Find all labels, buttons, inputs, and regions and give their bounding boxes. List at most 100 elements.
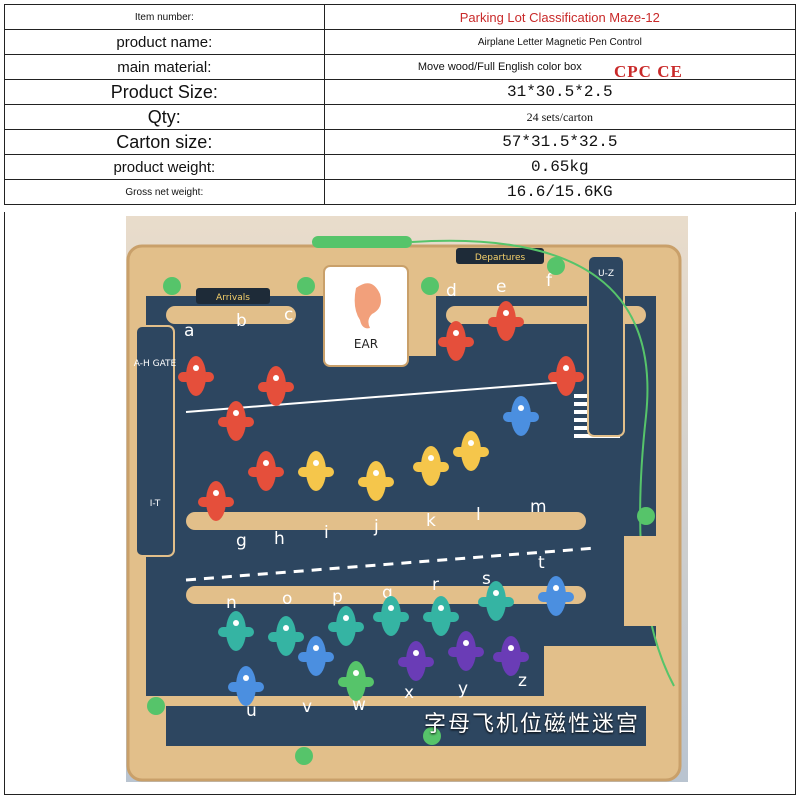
right-label: U-Z [598, 269, 614, 279]
magnet-stud [295, 747, 313, 765]
airplane-piece [413, 446, 449, 486]
departures-sign-text: Departures [475, 253, 526, 263]
slot-letter-s: s [482, 569, 491, 589]
slot-letter-d: d [446, 281, 457, 301]
airplane-piece [493, 636, 529, 676]
spec-row-qty: Qty: 24 sets/carton [4, 104, 797, 130]
slot-letter-k: k [426, 511, 436, 531]
airplane-piece [548, 356, 584, 396]
certification-marks: CPC CE [614, 62, 683, 81]
spec-label: Gross net weight: [4, 179, 325, 205]
magnet-stud [423, 727, 441, 745]
airplane-piece [503, 396, 539, 436]
spec-label: Carton size: [4, 129, 325, 155]
slot-letter-f: f [546, 271, 553, 291]
slot-letter-h: h [274, 529, 285, 549]
spec-value: 31*30.5*2.5 [323, 79, 797, 105]
spec-label: Item number: [4, 4, 325, 30]
slot-letter-q: q [382, 583, 393, 603]
slot-letter-n: n [226, 593, 237, 613]
spec-table: Item number: Parking Lot Classification … [4, 4, 797, 205]
airplane-piece [218, 611, 254, 651]
dashed-lane-line [185, 546, 597, 582]
slot-letter-p: p [332, 587, 343, 607]
left-gate-label: A-H GATE [134, 359, 177, 369]
spec-row-product-size: Product Size: 31*30.5*2.5 [4, 79, 797, 105]
airplane-piece [258, 366, 294, 406]
product-photo: A-H GATE I-T U-Z Arrivals Departures EAR… [126, 216, 688, 782]
airplane-piece [453, 431, 489, 471]
spec-row-product-name: product name: Airplane Letter Magnetic P… [4, 29, 797, 55]
magnet-stud [421, 277, 439, 295]
image-frame [4, 212, 796, 795]
slot-letter-g: g [236, 531, 247, 551]
spec-label: product weight: [4, 154, 325, 180]
airplane-pieces [178, 301, 584, 706]
left-lower-label: I-T [150, 499, 161, 509]
spec-value: 57*31.5*32.5 [323, 129, 797, 155]
airplane-piece [228, 666, 264, 706]
slot-letter-a: a [184, 321, 194, 341]
right-gate-panel [587, 255, 625, 437]
magnet-stud [147, 697, 165, 715]
slot-letter-i: i [324, 523, 329, 543]
spec-row-gross-net-weight: Gross net weight: 16.6/15.6KG [4, 179, 797, 205]
slot-letter-m: m [530, 497, 547, 517]
spec-value-text: Move wood/Full English color box [417, 61, 582, 73]
slot-letter-b: b [236, 311, 247, 331]
spec-label: product name: [4, 29, 325, 55]
lane-line [185, 381, 567, 413]
spec-row-carton-size: Carton size: 57*31.5*32.5 [4, 129, 797, 155]
product-caption: 字母飞机位磁性迷宫 [424, 712, 641, 737]
airplane-piece [448, 631, 484, 671]
airplane-piece [268, 616, 304, 656]
slot-letter-c: c [284, 305, 293, 325]
airplane-piece [218, 401, 254, 441]
airplane-piece [338, 661, 374, 701]
slot-letter-x: x [404, 683, 414, 703]
airplane-piece [438, 321, 474, 361]
grass-strip [624, 536, 660, 626]
slot-letter-e: e [496, 277, 506, 297]
slot-letter-y: y [458, 679, 468, 699]
airplane-piece [358, 461, 394, 501]
spec-value: 16.6/15.6KG [323, 179, 797, 205]
airplane-piece [373, 596, 409, 636]
magnet-stud [297, 277, 315, 295]
product-spec-sheet: Item number: Parking Lot Classification … [4, 4, 797, 796]
airplane-piece [398, 641, 434, 681]
spec-label: main material: [4, 54, 325, 80]
spec-value: Parking Lot Classification Maze-12 [323, 4, 797, 30]
airplane-piece [538, 576, 574, 616]
magnet-stud [547, 257, 565, 275]
spec-row-main-material: main material: Move wood/Full English co… [4, 54, 797, 80]
slot-letter-u: u [246, 701, 257, 721]
spec-value: 0.65kg [323, 154, 797, 180]
airplane-piece [328, 606, 364, 646]
slot-letter-j: j [373, 517, 379, 537]
airplane-piece [298, 451, 334, 491]
magnet-stud [637, 507, 655, 525]
spec-label: Product Size: [4, 79, 325, 105]
slot-letter-z: z [518, 671, 527, 691]
slot-letter-r: r [432, 575, 439, 595]
spec-value: Airplane Letter Magnetic Pen Control [323, 29, 797, 55]
left-gate-panel [135, 325, 175, 557]
airplane-piece [478, 581, 514, 621]
arrivals-sign [196, 288, 270, 304]
departures-sign [456, 248, 544, 264]
green-magnet-studs [147, 257, 655, 765]
slot-letter-o: o [282, 589, 292, 609]
slot-letter-l: l [476, 505, 481, 525]
ear-illustration [354, 283, 381, 329]
airplane-piece [198, 481, 234, 521]
spec-value: Move wood/Full English color box [323, 54, 797, 80]
magnetic-pen [312, 236, 412, 248]
arrivals-sign-text: Arrivals [216, 293, 250, 303]
spec-label: Qty: [4, 104, 325, 130]
service-road [166, 706, 646, 746]
magnet-stud [163, 277, 181, 295]
airplane-piece [488, 301, 524, 341]
airplane-piece [248, 451, 284, 491]
